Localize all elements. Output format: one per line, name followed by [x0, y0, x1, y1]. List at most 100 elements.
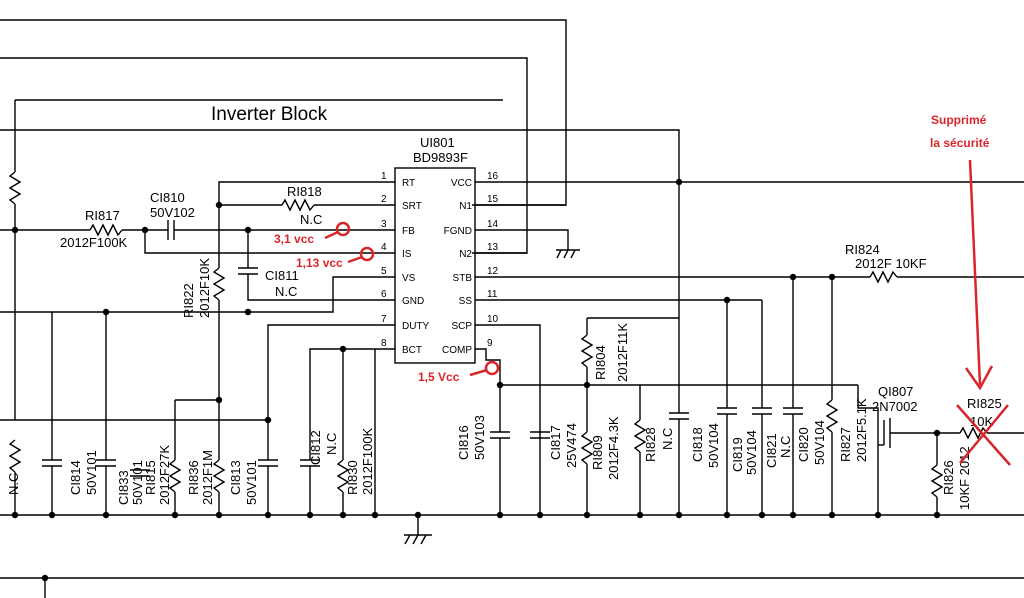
ic-pin-number-right: 14	[487, 219, 499, 230]
ci818-value: 50V104	[706, 423, 721, 468]
ci812-value: N.C	[324, 433, 339, 455]
ri809-ref: RI809	[590, 435, 605, 470]
ic-pin-name-left: IS	[402, 249, 412, 260]
left-nc-value: N.C	[6, 473, 21, 495]
ground-junction-dot	[11, 511, 19, 519]
ri822-resistor	[212, 267, 226, 301]
ic-pin-name-left: GND	[402, 296, 424, 307]
left-network	[0, 171, 395, 515]
red-arrow-head	[964, 365, 994, 391]
component-labels: CI810 50V102 RI818 N.C RI817 2012F100K C…	[6, 184, 1002, 510]
ic-pin-name-right: SCP	[451, 321, 472, 332]
ri809-resistor	[580, 431, 594, 465]
ri830-ref: RI830	[345, 460, 360, 495]
ci821-value: N.C	[778, 436, 793, 458]
ri809-value: 2012F4.3K	[606, 416, 621, 480]
ri830-resistor	[336, 459, 350, 493]
ri817-resistor	[89, 223, 123, 237]
ic-pin-number-left: 6	[381, 289, 387, 300]
ri836-value: 2012F1M	[200, 450, 215, 505]
ri818-resistor	[281, 198, 315, 212]
ri836-resistor	[212, 459, 226, 493]
ic-pin-name-left: VS	[402, 273, 416, 284]
ci820-ref: CI820	[796, 427, 811, 462]
ci813-value: 50V101	[244, 460, 259, 505]
qi807-value: 2N7002	[872, 399, 918, 414]
left-top-resistor	[8, 171, 22, 205]
ri817-ref: RI817	[85, 208, 120, 223]
red-arrow-shaft	[968, 159, 982, 386]
ic-pin-number-right: 15	[487, 194, 499, 205]
ground-junction-dot	[339, 511, 347, 519]
ci810-value: 50V102	[150, 205, 195, 220]
ri825-ref: RI825	[967, 396, 1002, 411]
ci816-ref: CI816	[456, 425, 471, 460]
ground-junction-dot	[171, 511, 179, 519]
ci819-value: 50V104	[744, 430, 759, 475]
ri827-value: 2012F5.1K	[854, 398, 869, 462]
note-line-1: Supprimé	[931, 113, 987, 127]
ri826-resistor	[930, 464, 944, 498]
ci810-ref: CI810	[150, 190, 185, 205]
ic-pin-name-left: RT	[402, 178, 415, 189]
ground-junction-dot	[48, 511, 56, 519]
ic-body	[394, 167, 476, 364]
ri824-value: 2012F 10KF	[855, 256, 927, 271]
ci816-value: 50V103	[472, 415, 487, 460]
ci813-ref: CI813	[228, 460, 243, 495]
ci811-ref: CI811	[265, 268, 299, 283]
ic-pin-name-right: SS	[459, 296, 473, 307]
ic-pin-name-right: N2	[459, 249, 472, 260]
ic-pin-number-right: 13	[487, 242, 499, 253]
fb-marker-circle	[335, 221, 351, 237]
ri828-resistor	[633, 419, 647, 453]
ri815-ref: RI815	[143, 460, 158, 495]
fb-voltage-note: 3,1 vcc	[274, 232, 314, 246]
ci817-value: 25V474	[564, 423, 579, 468]
left-nc-resistor	[8, 439, 22, 473]
ri804-value: 2012F11K	[615, 323, 630, 382]
ic-pin-number-right: 10	[487, 314, 499, 325]
ri830-value: 2012F100K	[360, 427, 375, 495]
ic-pin-number-left: 7	[381, 314, 387, 325]
ci819-ref: CI819	[730, 437, 745, 472]
ri822-value: 2012F10K	[197, 258, 212, 318]
ri822-ref: RI822	[181, 283, 196, 318]
ri804-resistor	[580, 334, 594, 368]
is-voltage-note: 1,13 vcc	[296, 256, 343, 270]
right-network	[475, 178, 1024, 515]
ci812-ref: CI812	[308, 430, 323, 465]
lower-left-components	[8, 400, 350, 515]
ic-pin-number-right: 11	[487, 289, 498, 300]
is-marker-circle	[359, 246, 375, 262]
ri827-ref: RI827	[838, 427, 853, 462]
ci833-value: 50V101	[130, 460, 145, 505]
red-annotations: 3,1 vcc 1,13 vcc 1,5 Vcc Supprimé la séc…	[274, 113, 1011, 466]
ground-junction-dot	[371, 511, 379, 519]
ri836-ref: RI836	[186, 460, 201, 495]
ci833-ref: CI833	[116, 470, 131, 505]
block-title: Inverter Block	[211, 104, 328, 125]
ic-pin-number-left: 1	[381, 171, 387, 182]
ri828-ref: RI828	[643, 427, 658, 462]
ic-pin-number-left: 3	[381, 219, 387, 230]
remove-cross-b	[959, 404, 1009, 464]
ic-pin-number-left: 8	[381, 338, 387, 349]
ri824-resistor	[869, 270, 898, 284]
ri818-ref: RI818	[287, 184, 322, 199]
ic-pin-name-left: FB	[402, 226, 415, 237]
ci818-ref: CI818	[690, 427, 705, 462]
ci820-value: 50V104	[812, 420, 827, 465]
ic-pin-name-right: N1	[459, 201, 472, 212]
ic-pin-name-left: SRT	[402, 201, 422, 212]
ic-pin-name-right: STB	[453, 273, 473, 284]
ground-junction-dot	[306, 511, 314, 519]
ic-pin-name-right: FGND	[444, 226, 472, 237]
note-line-2: la sécurité	[930, 136, 990, 150]
ic-pin-number-left: 4	[381, 242, 387, 253]
ci814-ref: CI814	[68, 460, 83, 495]
ic-pin-name-left: BCT	[402, 345, 422, 356]
ci817-ref: CI817	[548, 425, 563, 460]
